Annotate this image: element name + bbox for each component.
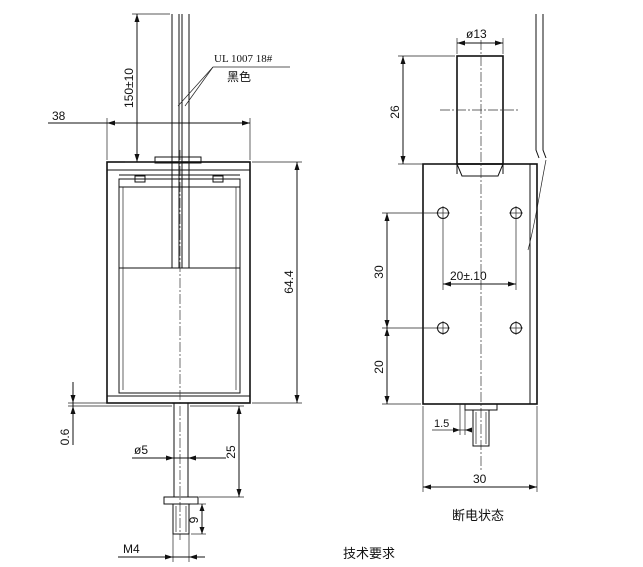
thread-length-label: 9 bbox=[187, 516, 201, 523]
gap-label: 0.6 bbox=[58, 428, 72, 445]
hole-spacing-horizontal-label: 20±.10 bbox=[450, 269, 487, 283]
cap-height-label: 26 bbox=[388, 105, 402, 119]
hole-bottom-label: 20 bbox=[372, 360, 386, 374]
width-right-label: 30 bbox=[473, 472, 487, 486]
body-height-label: 64.4 bbox=[282, 270, 296, 294]
main-caption: 技术要求 bbox=[343, 546, 395, 561]
state-caption: 断电状态 bbox=[452, 508, 504, 523]
flange-label: 1.5 bbox=[434, 418, 449, 430]
side-view: ø13 26 30 20±.10 20 1.5 bbox=[372, 14, 547, 523]
wire-color-label: 黑色 bbox=[227, 70, 251, 84]
plunger-diameter-label: ø5 bbox=[134, 443, 148, 457]
hole-spacing-vertical-label: 30 bbox=[372, 265, 386, 279]
stroke-25-label: 25 bbox=[224, 445, 238, 459]
wire-spec-label: UL 1007 18# bbox=[214, 53, 273, 65]
front-view: 150±10 UL 1007 18# 黑色 38 64.4 0.6 ø5 bbox=[48, 13, 302, 562]
thread-label: M4 bbox=[123, 542, 140, 556]
width-left-label: 38 bbox=[52, 109, 66, 123]
lead-length-label: 150±10 bbox=[122, 68, 136, 108]
cap-diameter-label: ø13 bbox=[466, 27, 487, 41]
